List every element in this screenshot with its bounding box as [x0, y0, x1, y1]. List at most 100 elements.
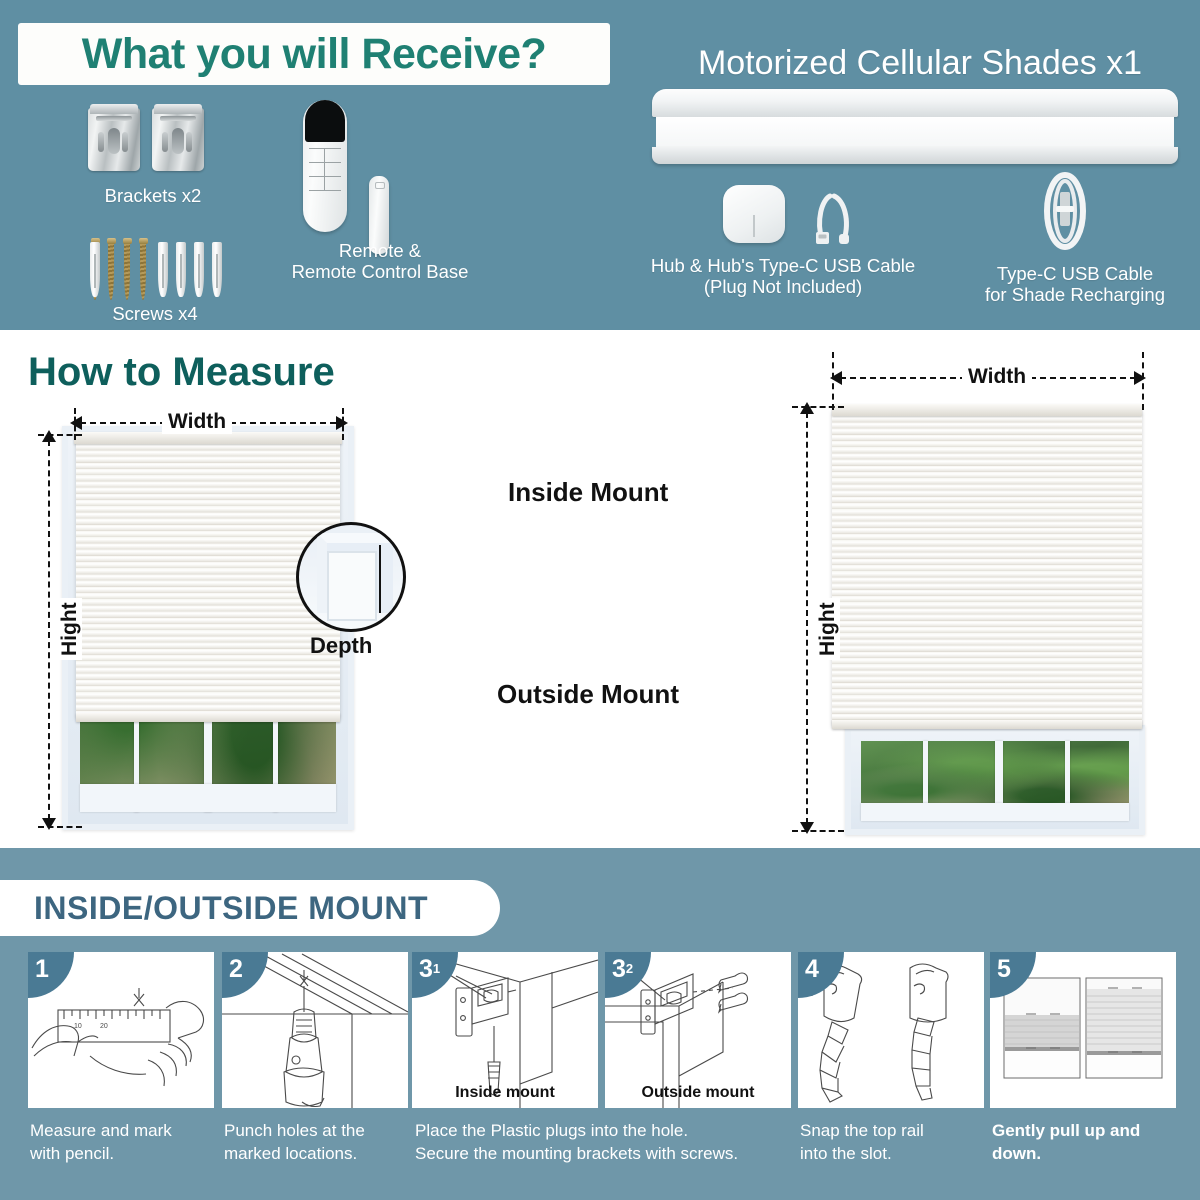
width-arrow-left [70, 416, 82, 430]
step-number: 1 [35, 955, 49, 983]
bracket-screw-icon [98, 132, 104, 152]
caption-line1: Measure and mark [30, 1121, 172, 1140]
screw-icon [122, 238, 132, 300]
steps-title-pill: INSIDE/OUTSIDE MOUNT [0, 880, 500, 936]
drill-holes-illustration [222, 953, 408, 1108]
bracket-top-edge [90, 104, 138, 114]
bracket-screw-icon [122, 132, 128, 152]
bracket-icon [88, 104, 140, 171]
height-tick-bottom [792, 830, 844, 832]
step-panel-1: 10 20 1 [28, 952, 214, 1108]
step-number-sub: 2 [625, 961, 634, 976]
screws-image [90, 238, 222, 302]
recharge-caption-line2: for Shade Recharging [985, 284, 1165, 306]
brackets-image [88, 104, 213, 173]
caption-line2: into the slot. [800, 1143, 892, 1163]
ruler-tick-10: 10 [74, 1023, 82, 1030]
wall-plug-icon [212, 242, 222, 297]
hub-usb-cable-icon [816, 193, 849, 244]
step-number: 3 [419, 955, 433, 983]
caption-line1: Gently pull up and [992, 1121, 1141, 1140]
depth-callout-circle [296, 522, 406, 632]
steps-heading: INSIDE/OUTSIDE MOUNT [34, 889, 429, 926]
remote-caption: Remote & Remote Control Base [250, 240, 510, 283]
height-label: Hight [816, 598, 840, 660]
bracket-icon [152, 104, 204, 171]
bracket-screw-icon [162, 132, 168, 152]
step-number: 4 [805, 955, 819, 983]
outside-mount-inline-label: Outside mount [641, 1084, 755, 1101]
shades-title: Motorized Cellular Shades x1 [697, 44, 1143, 82]
screw-head [106, 238, 116, 244]
hub-icon [723, 185, 785, 243]
height-arrow-up [42, 430, 56, 442]
outside-mount-label: Outside Mount [497, 679, 679, 709]
caption-line2: Secure the mounting brackets with screws… [415, 1143, 739, 1163]
outside-mount-bracket-illustration [605, 953, 749, 1108]
headrail-top [652, 89, 1178, 117]
caption-line1: Snap the top rail [800, 1121, 924, 1140]
step-panel-2: 2 [222, 952, 408, 1108]
caption-line1: Punch holes at the [224, 1121, 365, 1140]
screw-icon [138, 238, 148, 300]
window-mullion [995, 741, 1003, 811]
caption-line2: down. [992, 1143, 1042, 1163]
ruler-tick-20: 20 [100, 1023, 108, 1030]
step-caption-5: Gently pull up and down. [992, 1120, 1192, 1165]
step-badge-2: 2 [222, 952, 268, 998]
headrail-middle [656, 117, 1174, 149]
remote-control-icon [303, 100, 347, 232]
step-number: 3 [612, 955, 626, 983]
remote-screen [305, 100, 345, 142]
brackets-caption: Brackets x2 [104, 185, 202, 206]
window-mullion [1065, 741, 1070, 811]
bracket-screw-icon [186, 132, 192, 152]
wall-plug-icon [158, 242, 168, 297]
window-sill [80, 784, 336, 812]
inside-outside-mount-section: INSIDE/OUTSIDE MOUNT 10 20 1 [0, 848, 1200, 1200]
inside-mount-label: Inside Mount [508, 477, 669, 507]
step-caption-2: Punch holes at the marked locations. [224, 1120, 414, 1165]
window-sill [861, 803, 1129, 821]
hub-caption-line2: (Plug Not Included) [703, 276, 863, 298]
remote-button-row [309, 190, 341, 192]
step-panel-4: 4 [798, 952, 984, 1108]
height-tick-top [38, 434, 82, 436]
height-dimension-line [806, 412, 808, 824]
remote-button-divider [324, 148, 326, 190]
measure-pencil-illustration: 10 20 [31, 988, 205, 1087]
receive-title: What you will Receive? [81, 29, 547, 78]
screw-head [138, 238, 148, 244]
window-frame [845, 725, 1145, 835]
shade-bottom-rail [832, 720, 1142, 729]
height-arrow-down [42, 818, 56, 830]
remote-caption-line1: Remote & [338, 240, 422, 261]
height-tick-top [792, 406, 844, 408]
screw-icon [106, 238, 116, 300]
screw-head [122, 238, 132, 244]
step-number: 5 [997, 955, 1011, 983]
shade-head-rail [74, 432, 342, 444]
step-caption-3: Place the Plastic plugs into the hole. S… [415, 1120, 805, 1165]
step-caption-1: Measure and mark with pencil. [30, 1120, 220, 1165]
height-label: Hight [58, 598, 82, 660]
wall-plug-icon [90, 242, 100, 297]
step-number: 2 [229, 955, 243, 983]
height-arrow-down [800, 822, 814, 834]
caption-line2: marked locations. [224, 1143, 358, 1163]
depth-measure-line [379, 545, 381, 613]
height-tick-bottom [38, 826, 82, 828]
step-caption-4: Snap the top rail into the slot. [800, 1120, 980, 1165]
shade-head-rail [832, 404, 1142, 416]
caption-line1: Place the Plastic plugs into the hole. [415, 1121, 689, 1140]
width-arrow-right [1134, 371, 1146, 385]
inside-mount-bracket-illustration [427, 955, 598, 1108]
cellular-shade-headrail-image [652, 89, 1178, 164]
recharge-cable-caption: Type-C USB Cable for Shade Recharging [955, 263, 1195, 306]
caption-line2: with pencil. [30, 1143, 115, 1163]
wall-plug-icon [194, 242, 204, 297]
depth-frame-inner [327, 551, 377, 621]
measure-heading: How to Measure [28, 350, 335, 394]
